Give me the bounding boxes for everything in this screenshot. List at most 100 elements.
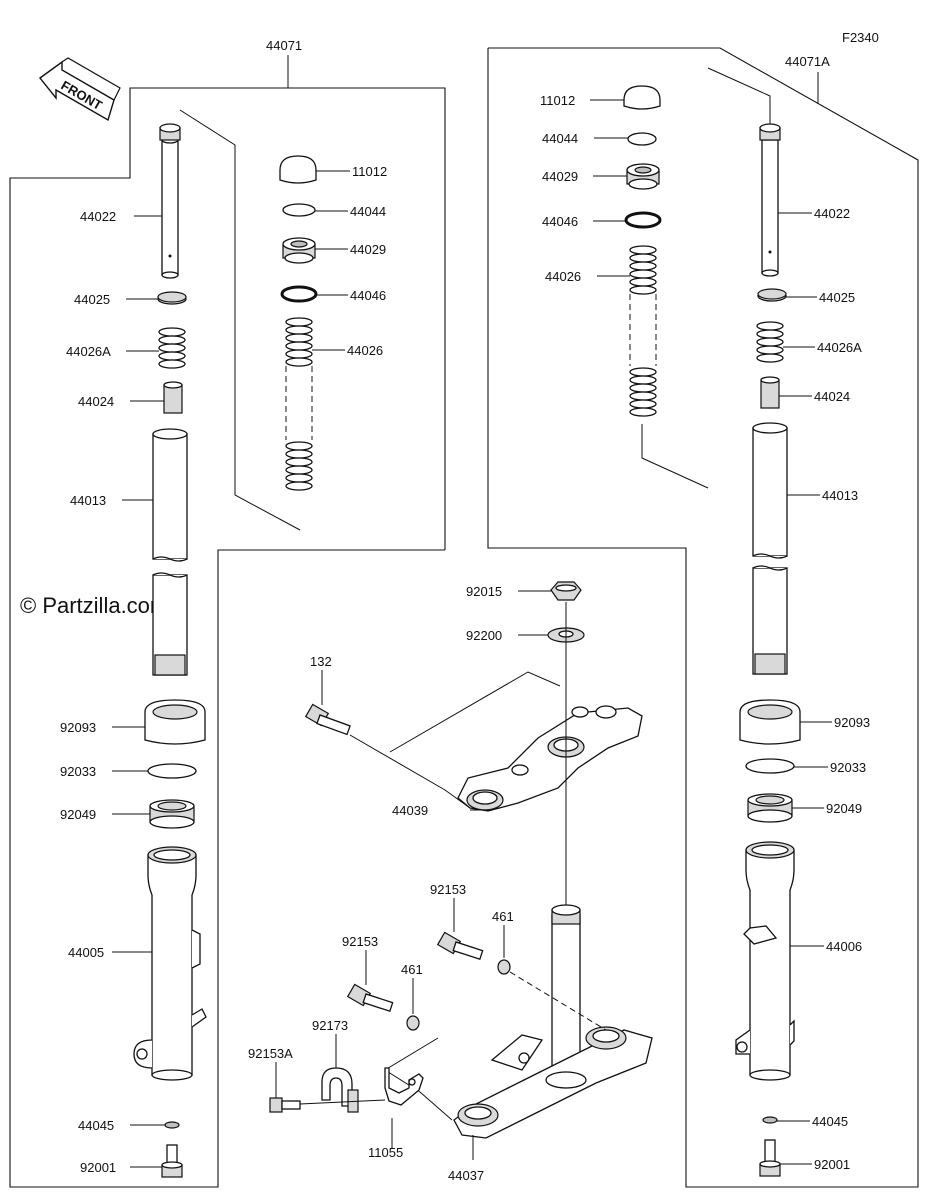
right-92001-bolt bbox=[759, 1139, 781, 1177]
label-right-44026A: 44026A bbox=[817, 340, 862, 355]
label-right-44046: 44046 bbox=[542, 214, 578, 229]
left-92033-circlip bbox=[147, 763, 197, 779]
center-upper-leader-2 bbox=[389, 671, 561, 753]
center-44037-lower-bracket bbox=[453, 904, 653, 1139]
right-44022-rod bbox=[759, 123, 781, 277]
right-44044-oring bbox=[627, 132, 657, 146]
left-assembly-label: 44071 bbox=[266, 38, 302, 53]
label-right-44013: 44013 bbox=[822, 488, 858, 503]
left-44013-inner-tube bbox=[152, 428, 188, 676]
right-44006-outer-tube bbox=[735, 841, 795, 1081]
left-92001-bolt bbox=[161, 1144, 183, 1178]
center-461-washer-lower bbox=[406, 1015, 420, 1031]
right-92093-dust-seal bbox=[739, 699, 801, 745]
right-92049-oil-seal bbox=[747, 793, 793, 823]
left-44046-oring bbox=[280, 285, 318, 303]
front-arrow-icon: FRONT bbox=[38, 57, 121, 122]
right-44045-washer bbox=[762, 1116, 778, 1124]
label-center-44039: 44039 bbox=[392, 803, 428, 818]
left-44024-collar bbox=[163, 381, 183, 414]
label-left-44022: 44022 bbox=[80, 209, 116, 224]
label-center-92200: 92200 bbox=[466, 628, 502, 643]
label-center-44037: 44037 bbox=[448, 1168, 484, 1183]
label-center-92153A: 92153A bbox=[248, 1046, 293, 1061]
label-left-44046: 44046 bbox=[350, 288, 386, 303]
left-44029-bolt bbox=[282, 237, 316, 264]
right-bracket-line bbox=[707, 67, 771, 126]
center-44039-upper-bracket bbox=[457, 705, 643, 812]
figure-code: F2340 bbox=[842, 30, 879, 45]
label-right-44025: 44025 bbox=[819, 290, 855, 305]
center-132-bolt bbox=[304, 703, 351, 736]
left-44026A-spring bbox=[158, 327, 186, 369]
label-left-44044: 44044 bbox=[350, 204, 386, 219]
label-right-92049: 92049 bbox=[826, 801, 862, 816]
label-left-92093: 92093 bbox=[60, 720, 96, 735]
center-92153A-axis bbox=[299, 1099, 386, 1105]
label-right-11012: 11012 bbox=[540, 93, 575, 108]
label-right-92033: 92033 bbox=[830, 760, 866, 775]
center-upper-leader bbox=[349, 734, 471, 809]
left-11012-cap bbox=[279, 155, 317, 184]
label-right-44022: 44022 bbox=[814, 206, 850, 221]
label-left-11012: 11012 bbox=[352, 164, 387, 179]
label-center-461-a: 461 bbox=[492, 909, 514, 924]
center-upper-bolt-axis bbox=[509, 971, 607, 1031]
watermark: © Partzilla.com bbox=[20, 593, 168, 618]
label-left-44024: 44024 bbox=[78, 394, 114, 409]
center-92153A-bolt bbox=[269, 1097, 301, 1113]
label-right-44026: 44026 bbox=[545, 269, 581, 284]
left-assembly-frame bbox=[9, 87, 446, 1188]
label-center-11055: 11055 bbox=[368, 1145, 403, 1160]
center-92153-bolt-lower bbox=[346, 983, 394, 1013]
right-44026-spring bbox=[629, 245, 657, 417]
right-assembly-label: 44071A bbox=[785, 54, 830, 69]
label-right-44045: 44045 bbox=[812, 1114, 848, 1129]
right-assembly-frame bbox=[487, 47, 919, 1188]
label-center-92153-b: 92153 bbox=[342, 934, 378, 949]
label-left-44026: 44026 bbox=[347, 343, 383, 358]
left-92049-oil-seal bbox=[149, 799, 195, 829]
label-right-44044: 44044 bbox=[542, 131, 578, 146]
label-left-44013: 44013 bbox=[70, 493, 106, 508]
label-left-92001: 92001 bbox=[80, 1160, 116, 1175]
label-right-44024: 44024 bbox=[814, 389, 850, 404]
center-461-washer-upper bbox=[497, 959, 511, 975]
label-left-44026A: 44026A bbox=[66, 344, 111, 359]
right-44029-bolt bbox=[626, 163, 660, 190]
right-92033-circlip bbox=[745, 758, 795, 774]
label-center-132: 132 bbox=[310, 654, 332, 669]
label-right-92001: 92001 bbox=[814, 1157, 850, 1172]
label-left-92049: 92049 bbox=[60, 807, 96, 822]
left-44026-spring bbox=[285, 317, 313, 491]
center-11055-bracket bbox=[384, 1067, 424, 1106]
label-center-92153-a: 92153 bbox=[430, 882, 466, 897]
label-left-44025: 44025 bbox=[74, 292, 110, 307]
right-11012-cap bbox=[623, 85, 661, 110]
right-44025-clip bbox=[757, 288, 787, 302]
label-center-92173: 92173 bbox=[312, 1018, 348, 1033]
center-lower-bolt-axis bbox=[384, 1037, 453, 1121]
label-center-92015: 92015 bbox=[466, 584, 502, 599]
center-92015-nut bbox=[550, 581, 582, 601]
label-left-44005: 44005 bbox=[68, 945, 104, 960]
center-92153-bolt-upper bbox=[436, 931, 484, 961]
label-left-44029: 44029 bbox=[350, 242, 386, 257]
center-92173-clamp bbox=[321, 1067, 359, 1113]
right-44013-inner-tube bbox=[752, 422, 788, 675]
label-center-461-b: 461 bbox=[401, 962, 423, 977]
left-44044-oring bbox=[282, 203, 316, 217]
right-44046-oring bbox=[624, 211, 662, 229]
left-bracket-line bbox=[179, 109, 301, 531]
label-left-92033: 92033 bbox=[60, 764, 96, 779]
right-44024-collar bbox=[760, 376, 780, 409]
label-left-44045: 44045 bbox=[78, 1118, 114, 1133]
label-right-44029: 44029 bbox=[542, 169, 578, 184]
label-right-92093: 92093 bbox=[834, 715, 870, 730]
left-44025-clip bbox=[157, 291, 187, 305]
right-bracket-line-lower bbox=[641, 424, 709, 489]
left-44022-rod bbox=[159, 123, 181, 279]
label-right-44006: 44006 bbox=[826, 939, 862, 954]
